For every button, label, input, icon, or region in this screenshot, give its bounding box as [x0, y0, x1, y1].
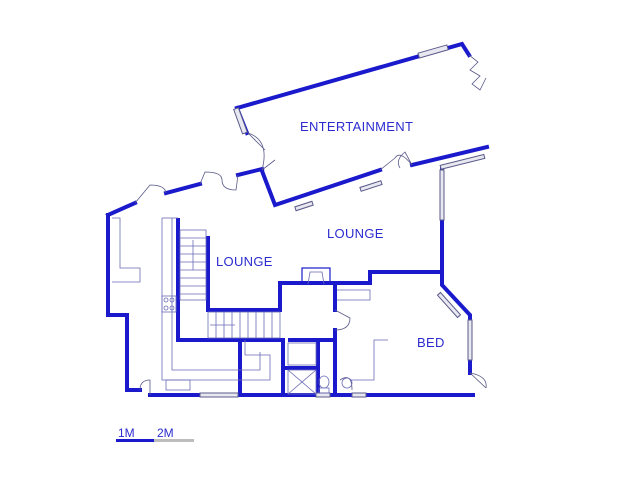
window-lounge-right: [439, 169, 445, 221]
window-top-right: [417, 44, 449, 59]
wall-left-upper: [163, 181, 203, 196]
door-left-2: [199, 171, 223, 185]
door-bottom-left: [139, 379, 151, 395]
kitchen-counter: [161, 218, 271, 381]
scale-label-1m: 1M: [118, 426, 135, 440]
door-lounge-right: [397, 151, 413, 169]
bed-closet: [350, 339, 388, 381]
wall-entertainment-lower: [259, 167, 383, 208]
room-label-entertainment: ENTERTAINMENT: [300, 119, 413, 134]
fireplace: [301, 267, 331, 285]
door-left-3: [221, 174, 239, 191]
window-bottom-left: [199, 392, 239, 398]
room-label-lounge-upper: LOUNGE: [327, 226, 384, 241]
door-bath: [334, 309, 351, 331]
stairs-upper: [179, 229, 207, 301]
window-right-top: [439, 153, 486, 170]
toilet: [318, 375, 330, 389]
closet-left: [112, 217, 141, 283]
wall-bathroom-top: [288, 338, 337, 357]
door-entertainment-left: [247, 132, 276, 171]
room-label-bed: BED: [417, 335, 445, 350]
wall-bed-top: [368, 270, 472, 375]
wall-stair-left: [176, 218, 285, 342]
scale-label-2m: 2M: [157, 426, 174, 440]
wall-left-outer: [106, 213, 142, 392]
stairs-lower: [207, 311, 281, 339]
window-ent-left: [233, 107, 248, 135]
fixtures: [112, 217, 388, 395]
door-left-1: [134, 184, 167, 204]
window-bottom-bed: [351, 392, 367, 398]
door-bed-east: [469, 372, 487, 389]
door-entertainment-lower: [379, 154, 413, 171]
kitchen-sink: [165, 379, 191, 391]
window-lower-mid: [294, 200, 314, 212]
window-bed-east: [467, 319, 473, 361]
wall-left-top: [105, 200, 138, 218]
wall-mid-horizontal: [278, 270, 372, 285]
walls: [105, 41, 490, 397]
scale-segment-2: [154, 439, 194, 442]
stove: [161, 295, 177, 313]
window-bottom-bath: [315, 392, 331, 398]
shower: [287, 369, 317, 395]
wall-mid-v: [206, 236, 282, 312]
scale-segment-1: [116, 439, 154, 442]
bathtub: [287, 342, 317, 366]
doors: [134, 54, 487, 395]
window-lower-right: [359, 180, 383, 192]
wall-entertainment-top: [234, 41, 472, 111]
room-label-lounge-lower: LOUNGE: [216, 254, 273, 269]
wall-left-upper-b: [235, 166, 265, 178]
door-zigzag: [468, 54, 487, 91]
bath-nook: [337, 289, 371, 301]
basin: [341, 377, 353, 389]
window-bed-right: [436, 291, 462, 319]
scale-bar: 1M 2M: [116, 426, 194, 442]
wall-entertainment-lower-right: [409, 144, 490, 168]
